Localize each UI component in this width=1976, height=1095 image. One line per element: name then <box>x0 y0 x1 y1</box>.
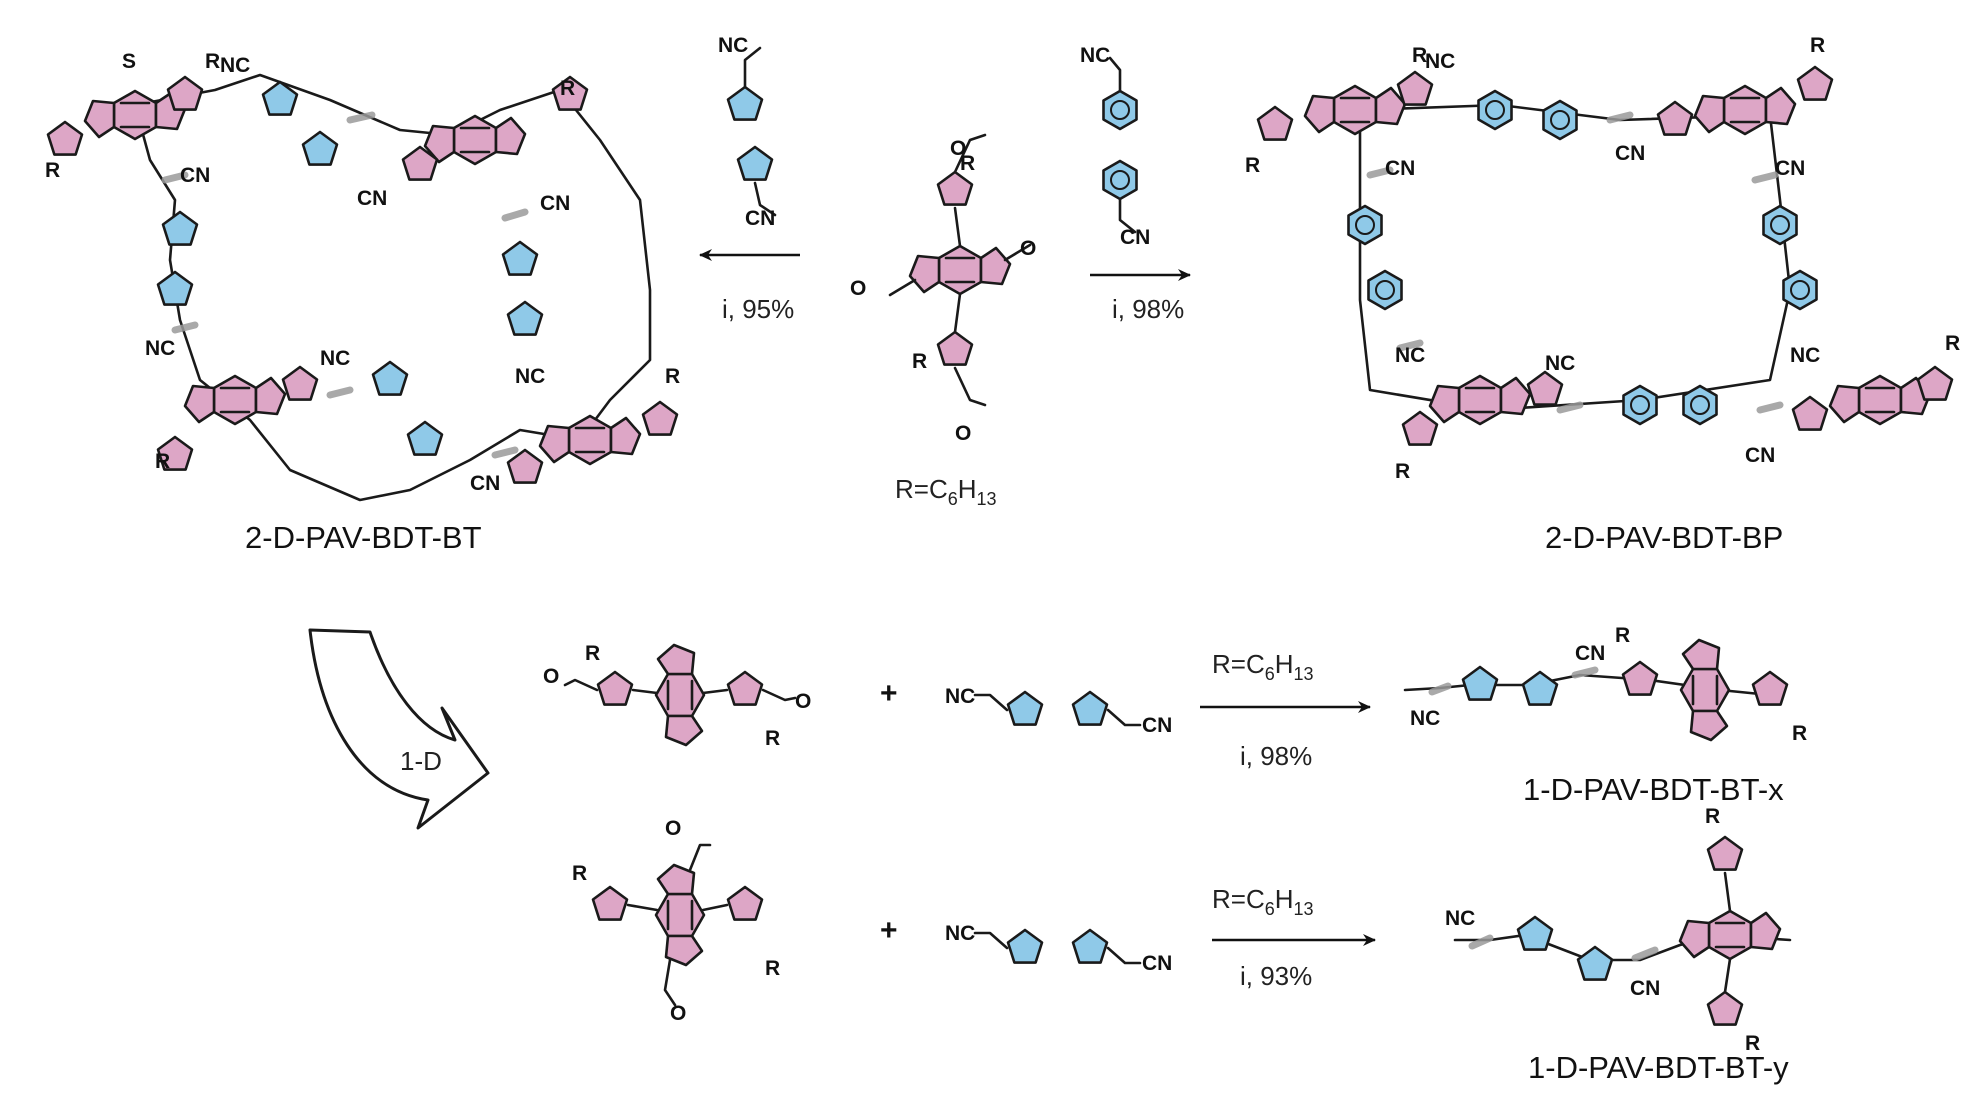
atom-nc: NC <box>1080 44 1110 67</box>
atom-cn: CN <box>357 187 387 210</box>
atom-cn: CN <box>1142 714 1172 737</box>
atom-o: O <box>665 817 681 840</box>
atom-nc: NC <box>1545 352 1575 375</box>
atom-nc: NC <box>515 365 545 388</box>
atom-nc: NC <box>945 685 975 708</box>
atom-nc: NC <box>945 922 975 945</box>
monomer-1d-y-dialdehyde: O O R R <box>572 817 780 1025</box>
atom-cn: CN <box>1745 444 1775 467</box>
atom-r: R <box>765 727 780 750</box>
reagent-bithiophene-row1: NC CN <box>945 685 1172 737</box>
row2-r-sub-c: 6 <box>1265 899 1275 919</box>
row1-r-def: R=C <box>1212 649 1265 679</box>
reagent-bithiophene-diacetonitrile: NC CN <box>718 34 777 230</box>
atom-cn: CN <box>1385 157 1415 180</box>
atom-nc: NC <box>718 34 748 57</box>
atom-nc: NC <box>1790 344 1820 367</box>
atom-nc: NC <box>1445 907 1475 930</box>
atom-r: R <box>1615 624 1630 647</box>
atom-cn: CN <box>1120 226 1150 249</box>
atom-o: O <box>950 137 966 160</box>
r-sub-c: 6 <box>948 489 958 509</box>
curved-arrow-1d: 1-D <box>308 628 490 830</box>
atom-cn: CN <box>1142 952 1172 975</box>
product-label-1d-y: 1-D-PAV-BDT-BT-y <box>1528 1050 1789 1085</box>
atom-o: O <box>795 690 811 713</box>
atom-cn: CN <box>470 472 500 495</box>
r-sub-h: 13 <box>977 489 997 509</box>
row2-r-h: H <box>1275 884 1294 914</box>
r-def-text: R=C <box>895 474 948 504</box>
conditions-left: i, 95% <box>722 294 794 324</box>
row1-r-h: H <box>1275 649 1294 679</box>
atom-r: R <box>585 642 600 665</box>
atom-cn: CN <box>1775 157 1805 180</box>
atom-r: R <box>1745 1032 1760 1055</box>
atom-r: R <box>205 50 220 73</box>
atom-cn: CN <box>745 207 775 230</box>
atom-cn: CN <box>180 164 210 187</box>
polymer-1d-y: NC CN R R <box>1445 805 1792 1055</box>
plus-sign: + <box>880 914 898 947</box>
atom-r: R <box>155 450 170 473</box>
atom-o: O <box>670 1002 686 1025</box>
atom-nc: NC <box>220 54 250 77</box>
plus-sign: + <box>880 677 898 710</box>
atom-cn: CN <box>540 192 570 215</box>
row1-conditions: i, 98% <box>1240 741 1312 771</box>
product-label-1d-x: 1-D-PAV-BDT-BT-x <box>1523 772 1784 807</box>
network-2d-bdt-bp: R NC R R CN CN CN NC NC NC R R CN <box>1245 34 1960 483</box>
row2-r-group: R=C6H13 <box>1212 884 1314 919</box>
atom-o: O <box>1020 237 1036 260</box>
atom-nc: NC <box>320 347 350 370</box>
row1-r-sub-c: 6 <box>1265 664 1275 684</box>
row2-conditions: i, 93% <box>1240 961 1312 991</box>
atom-o: O <box>955 422 971 445</box>
atom-r: R <box>1705 805 1720 828</box>
reagent-biphenyl-diacetonitrile: NC CN <box>1080 44 1150 249</box>
atom-r: R <box>960 152 975 175</box>
row1-r-sub-h: 13 <box>1294 664 1314 684</box>
atom-s: S <box>122 50 136 73</box>
atom-r: R <box>572 862 587 885</box>
atom-r: R <box>1412 44 1427 67</box>
atom-o: O <box>543 665 559 688</box>
atom-r: R <box>1945 332 1960 355</box>
atom-r: R <box>912 350 927 373</box>
row2-r-sub-h: 13 <box>1294 899 1314 919</box>
atom-cn: CN <box>1630 977 1660 1000</box>
atom-r: R <box>1245 154 1260 177</box>
r-group-definition: R=C6H13 <box>895 474 997 509</box>
atom-nc: NC <box>1395 344 1425 367</box>
atom-r: R <box>560 77 575 100</box>
atom-r: R <box>665 365 680 388</box>
product-label-2d-bt: 2-D-PAV-BDT-BT <box>245 520 482 555</box>
reagent-bithiophene-row2: NC CN <box>945 922 1172 975</box>
atom-cn: CN <box>1615 142 1645 165</box>
product-label-2d-bp: 2-D-PAV-BDT-BP <box>1545 520 1783 555</box>
atom-nc: NC <box>145 337 175 360</box>
polymer-1d-x: NC CN R R <box>1403 624 1807 745</box>
row2-r-def: R=C <box>1212 884 1265 914</box>
atom-nc: NC <box>1425 50 1455 73</box>
r-h: H <box>958 474 977 504</box>
monomer-1d-x-dialdehyde: O O R R <box>543 642 811 750</box>
atom-o: O <box>850 277 866 300</box>
row1-r-group: R=C6H13 <box>1212 649 1314 684</box>
atom-r: R <box>1395 460 1410 483</box>
atom-nc: NC <box>1410 707 1440 730</box>
atom-r: R <box>45 159 60 182</box>
conditions-right: i, 98% <box>1112 294 1184 324</box>
atom-cn: CN <box>1575 642 1605 665</box>
atom-r: R <box>1792 722 1807 745</box>
atom-r: R <box>765 957 780 980</box>
curved-arrow-label: 1-D <box>400 746 442 776</box>
atom-r: R <box>1810 34 1825 57</box>
network-2d-bdt-bt: S R NC R CN CN CN R NC NC NC R R CN <box>45 50 680 502</box>
monomer-2d-tetraaldehyde: O O O O R R <box>850 133 1036 445</box>
